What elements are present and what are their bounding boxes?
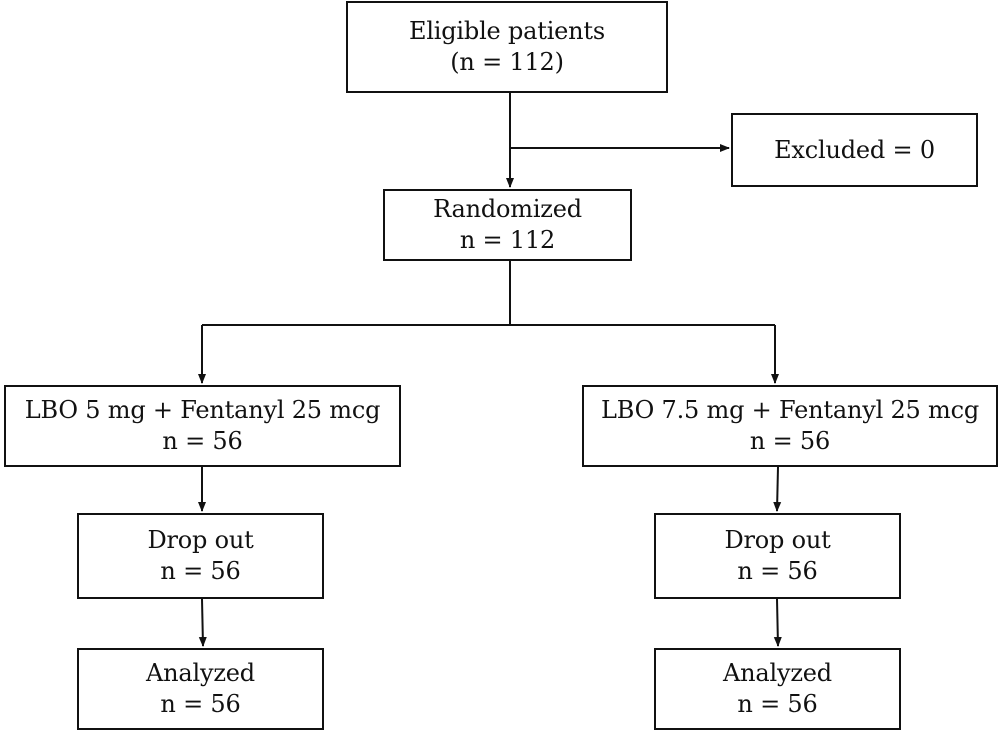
analyzed-right-box: Analyzed n = 56 — [654, 648, 901, 730]
eligible-patients-box: Eligible patients (n = 112) — [346, 1, 668, 93]
lbo75-group-box: LBO 7.5 mg + Fentanyl 25 mcg n = 56 — [582, 385, 998, 467]
lbo5-group-box: LBO 5 mg + Fentanyl 25 mcg n = 56 — [4, 385, 401, 467]
lbo75-group-title: LBO 7.5 mg + Fentanyl 25 mcg — [600, 396, 979, 424]
randomized-count: n = 112 — [459, 226, 556, 254]
lbo5-group-count: n = 56 — [162, 427, 243, 455]
dropout-left-title: Drop out — [147, 526, 254, 554]
dropout-left-box: Drop out n = 56 — [77, 513, 324, 599]
dropout-right-title: Drop out — [724, 526, 831, 554]
dropout-right-box: Drop out n = 56 — [654, 513, 901, 599]
analyzed-left-box: Analyzed n = 56 — [77, 648, 324, 730]
arrow-dropout-to-analyzed-left — [198, 598, 207, 647]
lbo5-group-title: LBO 5 mg + Fentanyl 25 mcg — [24, 396, 381, 424]
arrow-lbo75-to-dropout — [773, 466, 782, 512]
analyzed-left-title: Analyzed — [146, 659, 255, 687]
dropout-left-count: n = 56 — [160, 557, 241, 585]
analyzed-left-count: n = 56 — [160, 690, 241, 718]
lbo75-group-count: n = 56 — [749, 427, 831, 455]
dropout-right-count: n = 56 — [737, 557, 818, 585]
analyzed-right-count: n = 56 — [737, 690, 818, 718]
randomized-title: Randomized — [433, 195, 582, 223]
randomized-box: Randomized n = 112 — [383, 189, 632, 261]
eligible-patients-count: (n = 112) — [450, 48, 564, 76]
eligible-patients-title: Eligible patients — [409, 17, 605, 45]
excluded-box: Excluded = 0 — [731, 113, 978, 187]
analyzed-right-title: Analyzed — [723, 659, 832, 687]
arrow-dropout-to-analyzed-right — [773, 598, 782, 647]
excluded-label: Excluded = 0 — [774, 135, 935, 164]
